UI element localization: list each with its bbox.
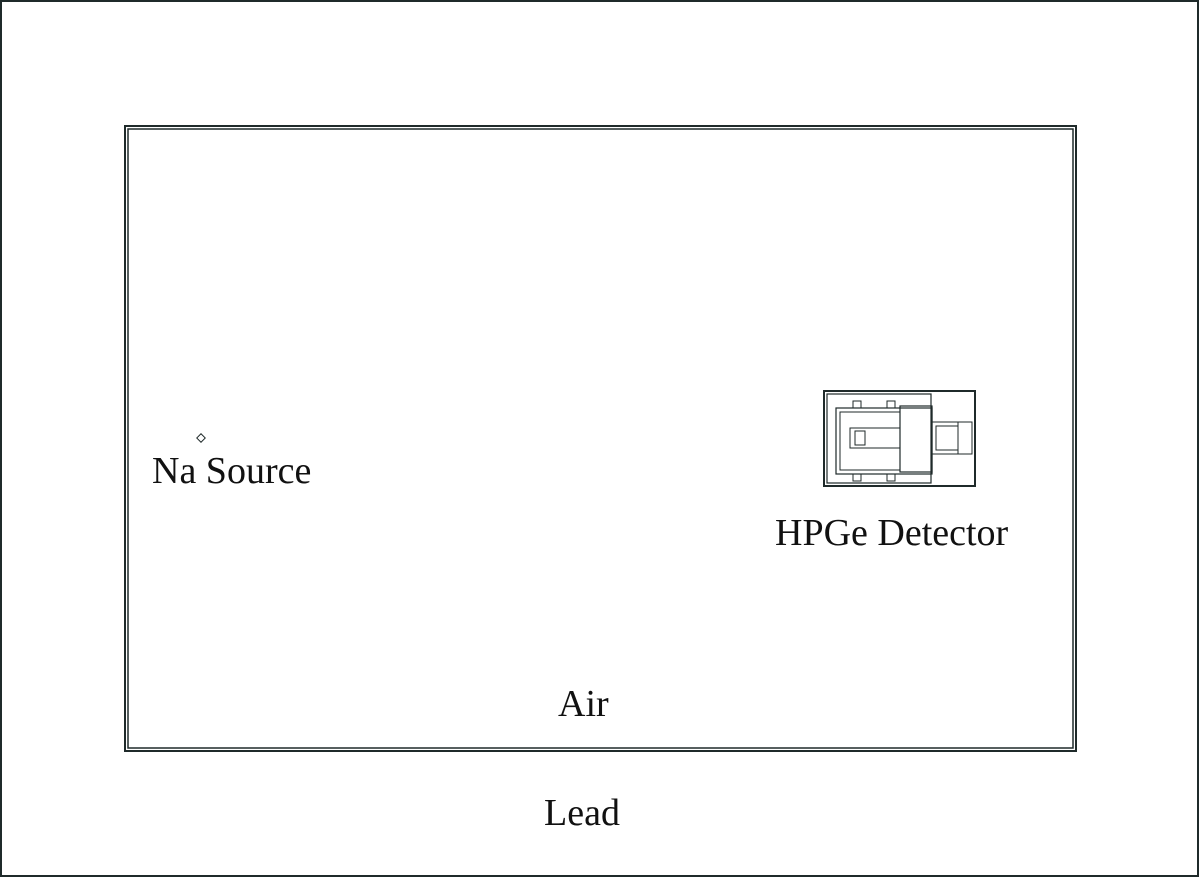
hpge-detector-label: HPGe Detector bbox=[775, 512, 1009, 554]
na-source-marker bbox=[196, 433, 206, 443]
hpge-detector-assembly bbox=[823, 390, 976, 487]
air-region-boundary bbox=[124, 125, 1077, 752]
air-region-label: Air bbox=[558, 683, 609, 725]
na-source-label: Na Source bbox=[152, 450, 311, 492]
lead-region-label: Lead bbox=[544, 792, 620, 834]
